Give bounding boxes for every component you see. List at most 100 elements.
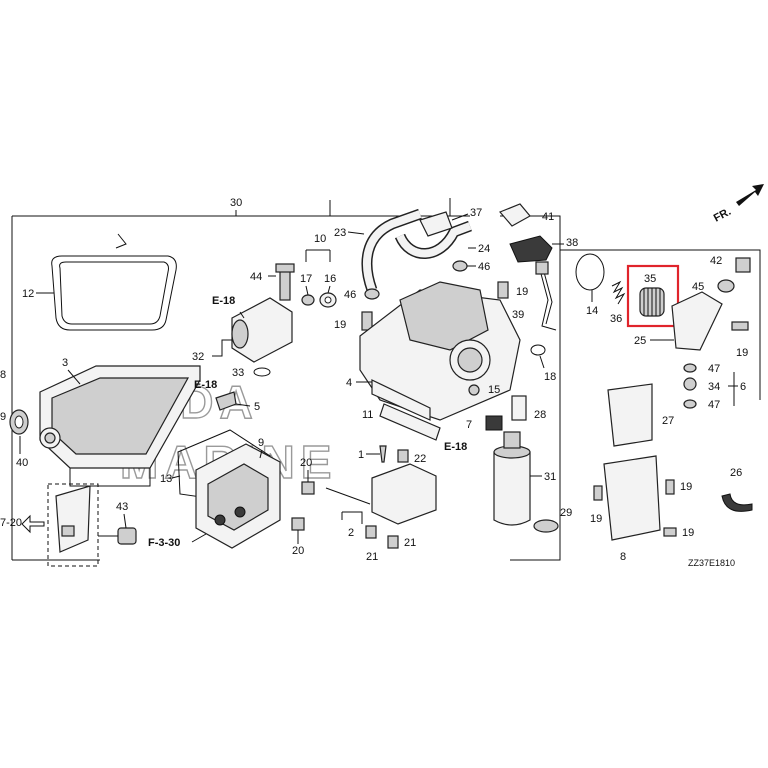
vapor-separator-body-4: 4 <box>346 281 521 421</box>
label-24: 24 <box>478 243 490 255</box>
washers-10: 10 17 16 <box>300 233 337 308</box>
label-4: 4 <box>346 377 352 389</box>
label-19-d: 19 <box>590 513 602 525</box>
label-44: 44 <box>250 271 262 283</box>
seals-6: 47 34 47 6 <box>683 363 746 411</box>
hose-23: 23 <box>334 208 422 292</box>
label-3: 3 <box>62 357 68 369</box>
oring-18: 18 <box>530 344 556 383</box>
filter-cover-25: 25 <box>634 291 723 351</box>
label-14: 14 <box>586 305 598 317</box>
label-35: 35 <box>644 273 656 285</box>
clip-46-right: 46 <box>452 260 490 273</box>
spring-36: 36 <box>610 280 626 325</box>
label-30: 30 <box>230 197 242 209</box>
label-46-b: 46 <box>478 261 490 273</box>
oring-29: 29 <box>533 507 572 533</box>
diagram-code: ZZ37E1810 <box>688 558 735 568</box>
label-22: 22 <box>414 453 426 465</box>
housing-8: 8 <box>603 455 661 563</box>
label-45: 45 <box>692 281 704 293</box>
label-28: 28 <box>534 409 546 421</box>
ref-7-20: 7-20 <box>0 517 22 529</box>
label-9-left: 9 <box>0 411 6 423</box>
oring-40: 40 <box>9 409 29 469</box>
front-arrow-icon <box>736 184 764 206</box>
filter-housing-27: 27 <box>607 383 674 447</box>
front-arrow: FR. <box>712 184 764 225</box>
fuel-filter-35-highlight <box>626 264 680 328</box>
label-42: 42 <box>710 255 722 267</box>
bolt-19-c: 19 <box>731 321 749 359</box>
fuel-pump-31: 31 <box>493 431 556 526</box>
label-15: 15 <box>488 384 500 396</box>
label-19-c: 19 <box>736 347 748 359</box>
screw-21-a: 21 <box>365 525 378 563</box>
bolt-42: 42 <box>710 255 751 273</box>
label-19-e: 19 <box>680 481 692 493</box>
label-37: 37 <box>470 207 482 219</box>
label-20-a: 20 <box>300 457 312 469</box>
label-8-left: 8 <box>0 369 6 381</box>
fuel-pump-bracket: 2 <box>325 463 437 539</box>
label-40: 40 <box>16 457 28 469</box>
arrow-left-icon <box>21 514 45 534</box>
label-16: 16 <box>324 273 336 285</box>
label-31: 31 <box>544 471 556 483</box>
connector-7: 7 <box>466 415 503 431</box>
label-34: 34 <box>708 381 720 393</box>
front-label: FR. <box>712 206 733 225</box>
float-chamber-3: 3 <box>39 357 201 487</box>
washer-45: 45 <box>692 279 735 293</box>
label-19-b: 19 <box>334 319 346 331</box>
label-39: 39 <box>512 309 524 321</box>
label-46-a: 46 <box>344 289 356 301</box>
hose-24: 24 37 <box>394 207 490 259</box>
label-19-a: 19 <box>516 286 528 298</box>
bolt-19-f: 19 <box>663 527 694 539</box>
pressure-regulator-32: 32 33 E-18 <box>192 295 293 379</box>
screw-20-upper: 20 <box>300 457 315 495</box>
screw-20-lower: 20 <box>291 517 305 557</box>
label-36: 36 <box>610 313 622 325</box>
pipe-28: 28 <box>511 395 546 421</box>
bolt-19-d: 19 <box>590 485 603 525</box>
bolt-19-e: 19 <box>665 479 692 495</box>
label-12: 12 <box>22 288 34 300</box>
ref-e-18-c: E-18 <box>444 441 467 453</box>
fuel-filter-35[interactable]: 35 <box>626 264 680 328</box>
label-21-a: 21 <box>366 551 378 563</box>
bolt-19-a: 19 <box>497 281 528 299</box>
label-33: 33 <box>232 367 244 379</box>
gasket-12: 12 <box>22 233 177 331</box>
injector-block-9: 9 <box>195 437 281 549</box>
label-27: 27 <box>662 415 674 427</box>
label-11: 11 <box>362 409 373 421</box>
label-7: 7 <box>466 419 472 431</box>
label-18: 18 <box>544 371 556 383</box>
assembly-outline-30: 30 <box>11 197 761 561</box>
label-25: 25 <box>634 335 646 347</box>
label-38: 38 <box>566 237 578 249</box>
ref-f-3-30: F-3-30 <box>148 537 180 549</box>
label-32: 32 <box>192 351 204 363</box>
label-47-a: 47 <box>708 363 720 375</box>
clip-46-left: 46 <box>344 288 380 301</box>
label-41: 41 <box>542 211 554 223</box>
screw-21-b: 21 <box>387 535 416 549</box>
label-1: 1 <box>358 449 364 461</box>
ref-e-18-b: E-18 <box>194 379 217 391</box>
connector-41: 41 <box>498 203 554 227</box>
washer-15: 15 <box>468 384 500 396</box>
oring-14: 14 <box>575 253 605 317</box>
label-21-b: 21 <box>404 537 416 549</box>
bolt-44: 44 <box>250 263 295 301</box>
float-11: 11 <box>362 403 441 441</box>
label-5: 5 <box>254 401 260 413</box>
bolt-43: 43 <box>98 501 137 545</box>
label-43: 43 <box>116 501 128 513</box>
harness-39: 39 <box>512 261 557 331</box>
sensor-5: 5 E-18 <box>194 379 260 413</box>
label-9: 9 <box>258 437 264 449</box>
